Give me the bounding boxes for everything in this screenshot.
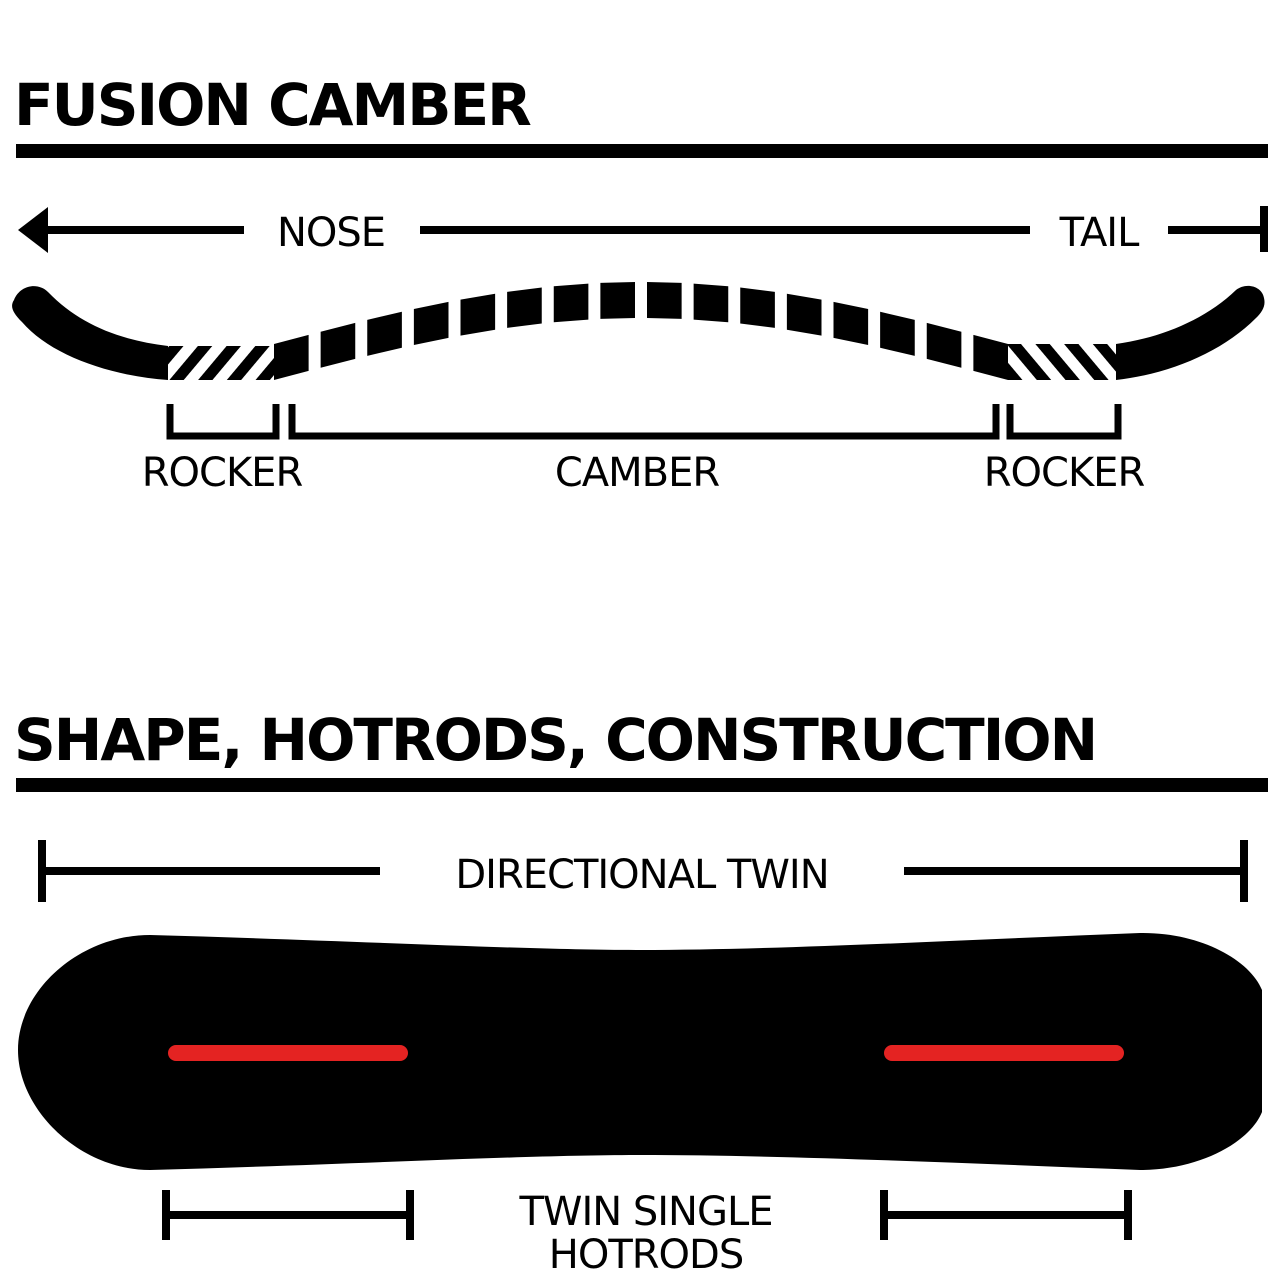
shape-section-title: SHAPE, HOTRODS, CONSTRUCTION (14, 706, 1096, 774)
camber-dash-segment (693, 283, 729, 323)
board-profile (12, 282, 1265, 380)
camber-dash-segment (786, 293, 822, 336)
rocker-nose-bracket (166, 404, 280, 440)
nose-tip-solid (12, 286, 168, 380)
hotrod-tail-span-line (884, 1211, 1128, 1219)
tail-label: TAIL (1059, 210, 1140, 256)
tail-rocker-hatched (1008, 344, 1116, 380)
directional-twin-span (38, 840, 1248, 902)
hotrod-tail-span-right-cap (1124, 1190, 1132, 1240)
rocker-tail-bracket (1006, 404, 1122, 440)
nose-label: NOSE (277, 210, 385, 256)
camber-bracket (288, 404, 1000, 440)
camber-dash-segment (367, 311, 402, 356)
camber-dash-segment (973, 334, 1008, 380)
camber-label: CAMBER (555, 450, 720, 496)
hotrod-nose-span-right-cap (406, 1190, 414, 1240)
camber-dash-segment (460, 293, 496, 336)
nose-tail-center-line (420, 226, 1030, 234)
nose-rocker-hatched (168, 346, 274, 380)
hotrods-label-line2: HOTRODS (549, 1232, 743, 1278)
camber-dash-segment (926, 322, 962, 368)
camber-dash-segment (553, 283, 589, 323)
camber-title-underline (16, 144, 1268, 158)
hotrod-nose-span-line (166, 1211, 410, 1219)
camber-dashed-section (274, 282, 1008, 380)
tail-end-cap (1260, 206, 1268, 252)
camber-section-title: FUSION CAMBER (14, 71, 531, 139)
camber-dash-segment (833, 301, 869, 346)
hotrod-spans (162, 1190, 1132, 1240)
camber-dash-segment (413, 301, 449, 346)
camber-dash-segment (274, 334, 309, 380)
nose-tail-direction-line (18, 206, 1268, 253)
camber-dash-segment (740, 287, 775, 328)
shape-title-underline (16, 778, 1268, 792)
zone-brackets (166, 404, 1122, 440)
nose-arrow-shaft (44, 226, 244, 234)
hotrods-label-line1: TWIN SINGLE (518, 1189, 772, 1235)
rocker-tail-label: ROCKER (984, 450, 1145, 496)
nose-arrow-head-icon (18, 207, 48, 253)
camber-dash-segment (880, 311, 915, 356)
camber-dash-segment (507, 287, 542, 328)
span-left-line (42, 867, 380, 875)
camber-dash-segment (647, 282, 682, 319)
span-right-cap (1240, 840, 1248, 902)
camber-dash-segment (600, 282, 635, 319)
tail-line-segment (1168, 226, 1264, 234)
tail-tip-solid (1116, 285, 1265, 380)
camber-dash-segment (320, 322, 356, 368)
span-right-line (904, 867, 1246, 875)
rocker-nose-label: ROCKER (142, 450, 303, 496)
board-top-view (18, 932, 1262, 1170)
directional-twin-label: DIRECTIONAL TWIN (455, 852, 828, 898)
